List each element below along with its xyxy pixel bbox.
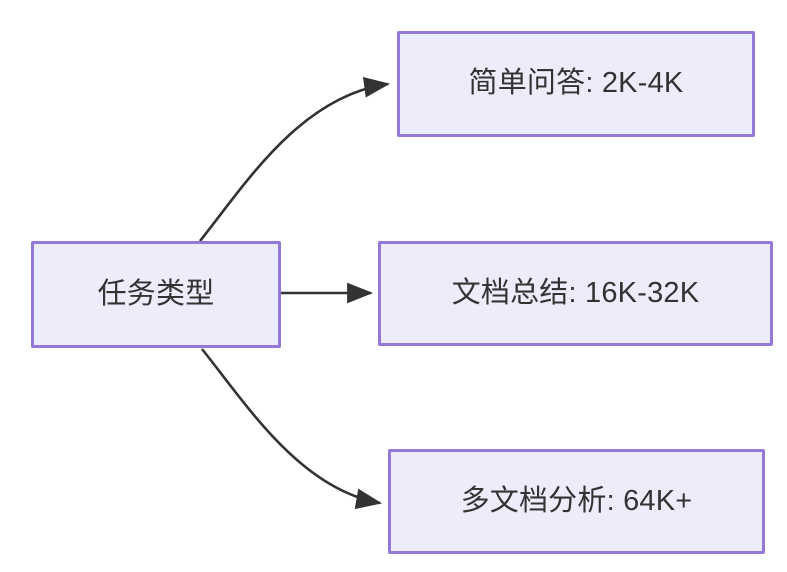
edge-root-to-simple-qa [198, 76, 391, 242]
node-task-type-label: 任务类型 [97, 277, 215, 310]
node-simple-qa[interactable]: 简单问答: 2K-4K [397, 31, 755, 137]
node-multi-doc[interactable]: 多文档分析: 64K+ [388, 449, 765, 554]
node-multi-doc-label: 多文档分析: 64K+ [460, 484, 693, 517]
edge-root-to-multi-doc [200, 348, 383, 510]
node-doc-summary[interactable]: 文档总结: 16K-32K [378, 241, 773, 346]
node-simple-qa-label: 简单问答: 2K-4K [468, 67, 684, 100]
node-doc-summary-label: 文档总结: 16K-32K [451, 276, 700, 309]
node-task-type[interactable]: 任务类型 [31, 241, 281, 348]
